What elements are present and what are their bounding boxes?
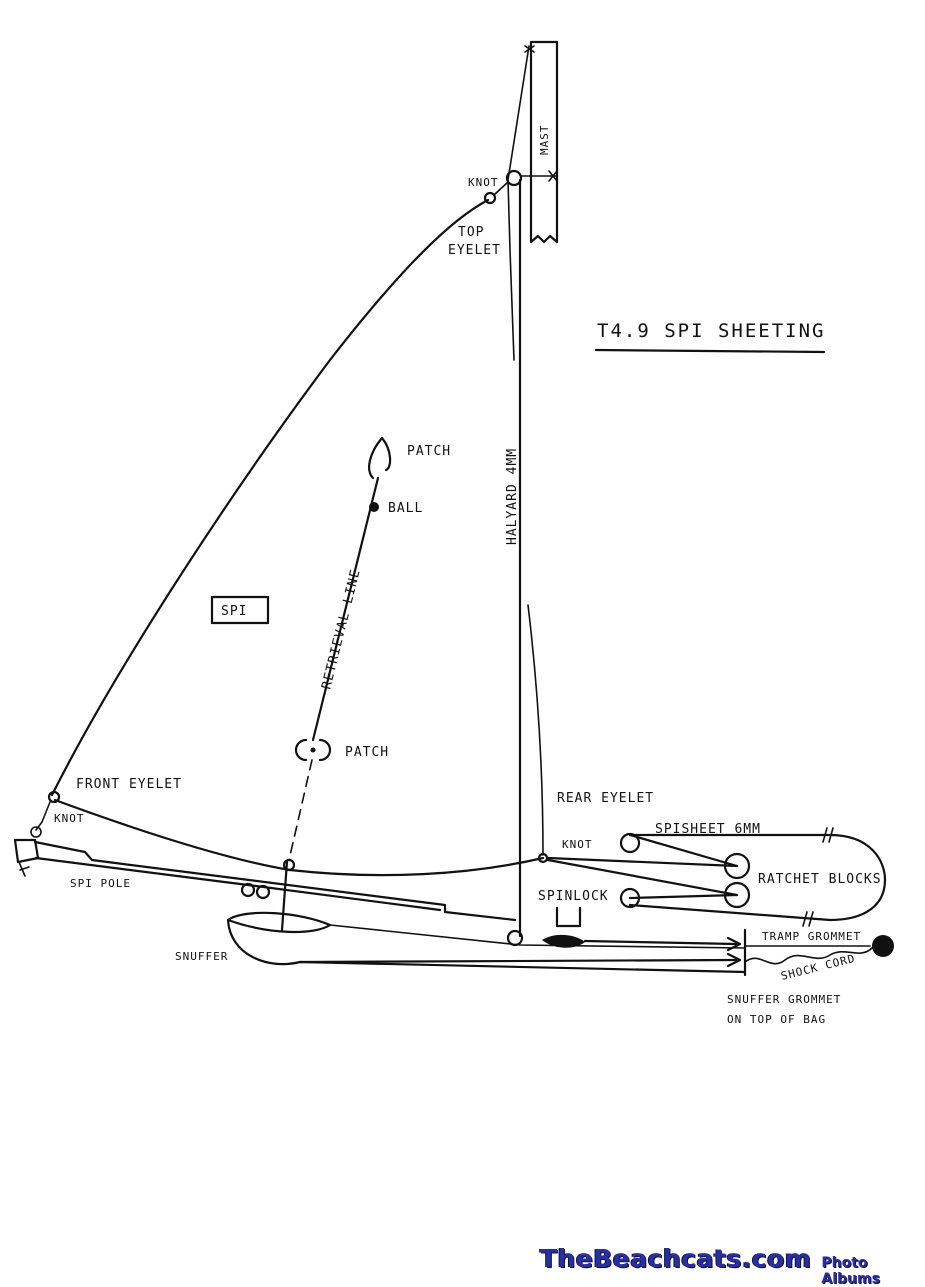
- ratchet-block-2: [723, 852, 751, 880]
- front-eyelet: [47, 790, 61, 804]
- footer-brand: TheBeachcats.com: [540, 1244, 812, 1273]
- ratchet-block-4: [619, 887, 641, 909]
- spisheet-label: SPISHEET 6MM: [655, 822, 761, 837]
- retrieval-line-dashed: [288, 759, 313, 861]
- halyard-sheave: [505, 169, 523, 187]
- spisheet-upper: [546, 856, 739, 868]
- patch-bottom-label: PATCH: [345, 745, 389, 760]
- footer-logo[interactable]: TheBeachcats.com Photo Albums: [540, 1244, 925, 1287]
- pole-block-2: [255, 884, 271, 900]
- spi-sail-leech: [527, 604, 544, 856]
- footer-sub: Photo Albums: [821, 1255, 880, 1287]
- spi-pole-label: SPI POLE: [70, 877, 131, 890]
- spi-pole-tip-ring: [30, 826, 42, 838]
- mast-label: MAST: [538, 125, 551, 156]
- halyard-line-up: [507, 45, 530, 361]
- front-eyelet-label: FRONT EYELET: [76, 777, 182, 792]
- snuffer-top: [329, 924, 746, 949]
- top-eyelet-label-1: TOP: [458, 225, 484, 240]
- top-patch: [368, 436, 392, 480]
- spinlock-cleat: [542, 934, 585, 948]
- ratchet-block-3: [723, 881, 751, 909]
- knot-rear-label: KNOT: [562, 838, 593, 851]
- ratchet-blocks-label: RATCHET BLOCKS: [758, 872, 882, 887]
- top-eyelet-label-2: EYELET: [448, 243, 501, 258]
- rear-eyelet-label: REAR EYELET: [557, 791, 654, 806]
- patch-top-label: PATCH: [407, 444, 451, 459]
- spi-pole: [33, 840, 517, 922]
- retrieval-line: [311, 476, 380, 742]
- title-underline: [594, 348, 826, 354]
- snuffer-body: [226, 918, 747, 974]
- spinlock: [555, 906, 582, 928]
- tramp-grommet-label: TRAMP GROMMET: [762, 930, 861, 943]
- tramp-grommet: [872, 935, 894, 957]
- diagram-title: T4.9 SPI SHEETING: [597, 320, 825, 342]
- snuffer-label: SNUFFER: [175, 950, 228, 963]
- spi-pole-tip: [13, 838, 40, 864]
- knot-front-label: KNOT: [54, 812, 85, 825]
- snuffer-grommet-label-2: ON TOP OF BAG: [727, 1013, 826, 1026]
- knot-top-label: KNOT: [468, 176, 499, 189]
- snuffer: [226, 911, 332, 934]
- spi-label-box: [210, 595, 270, 625]
- shock-cord: [744, 947, 873, 965]
- spi-sail-luff: [50, 198, 490, 797]
- pole-block-1: [240, 882, 256, 898]
- ratchet-block-1: [619, 832, 641, 854]
- spisheet-loop: [628, 833, 887, 922]
- ball-label: BALL: [388, 501, 423, 516]
- spi-label: SPI: [221, 604, 247, 619]
- top-eyelet: [483, 191, 497, 205]
- bottom-patch: [294, 738, 332, 762]
- spisheet-lower: [546, 858, 739, 897]
- halyard-label: HALYARD 4MM: [505, 448, 520, 545]
- spinlock-label: SPINLOCK: [538, 889, 609, 904]
- snuffer-grommet-label-1: SNUFFER GROMMET: [727, 993, 841, 1006]
- halyard-bottom-block: [506, 929, 524, 947]
- retrieval-line-label: RETRIEVAL LINE: [319, 567, 363, 691]
